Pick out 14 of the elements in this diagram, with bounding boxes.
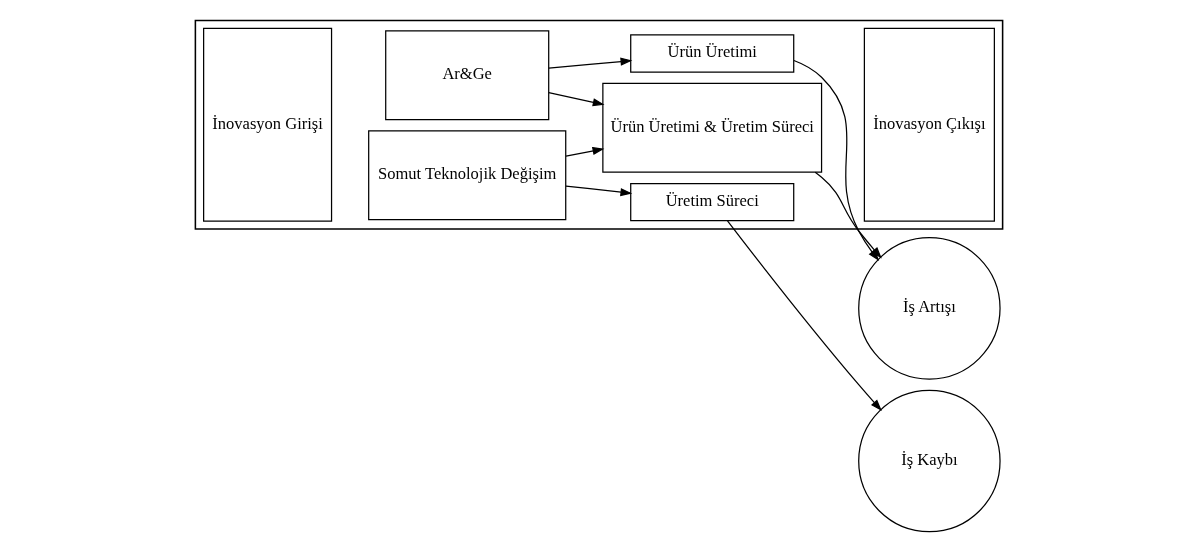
node-box: Üretim Süreci xyxy=(629,182,794,222)
node-box: İnovasyon Girişi xyxy=(202,27,332,222)
node-box: İnovasyon Çıkışı xyxy=(863,27,995,222)
arrow xyxy=(547,57,632,69)
node-box: Ürün Üretimi & Üretim Süreci xyxy=(601,82,822,173)
arrow xyxy=(564,185,632,197)
node-circle: İş Artışı xyxy=(857,237,1001,380)
arrow xyxy=(547,92,605,107)
node-box: Somut Teknolojik Değişim xyxy=(367,130,566,221)
node-circle: İş Kaybı xyxy=(857,389,1001,533)
arrow xyxy=(564,146,604,157)
node-box: Ar&Ge xyxy=(384,30,549,121)
cluster xyxy=(194,19,1003,230)
node-box: Ürün Üretimi xyxy=(629,34,794,73)
